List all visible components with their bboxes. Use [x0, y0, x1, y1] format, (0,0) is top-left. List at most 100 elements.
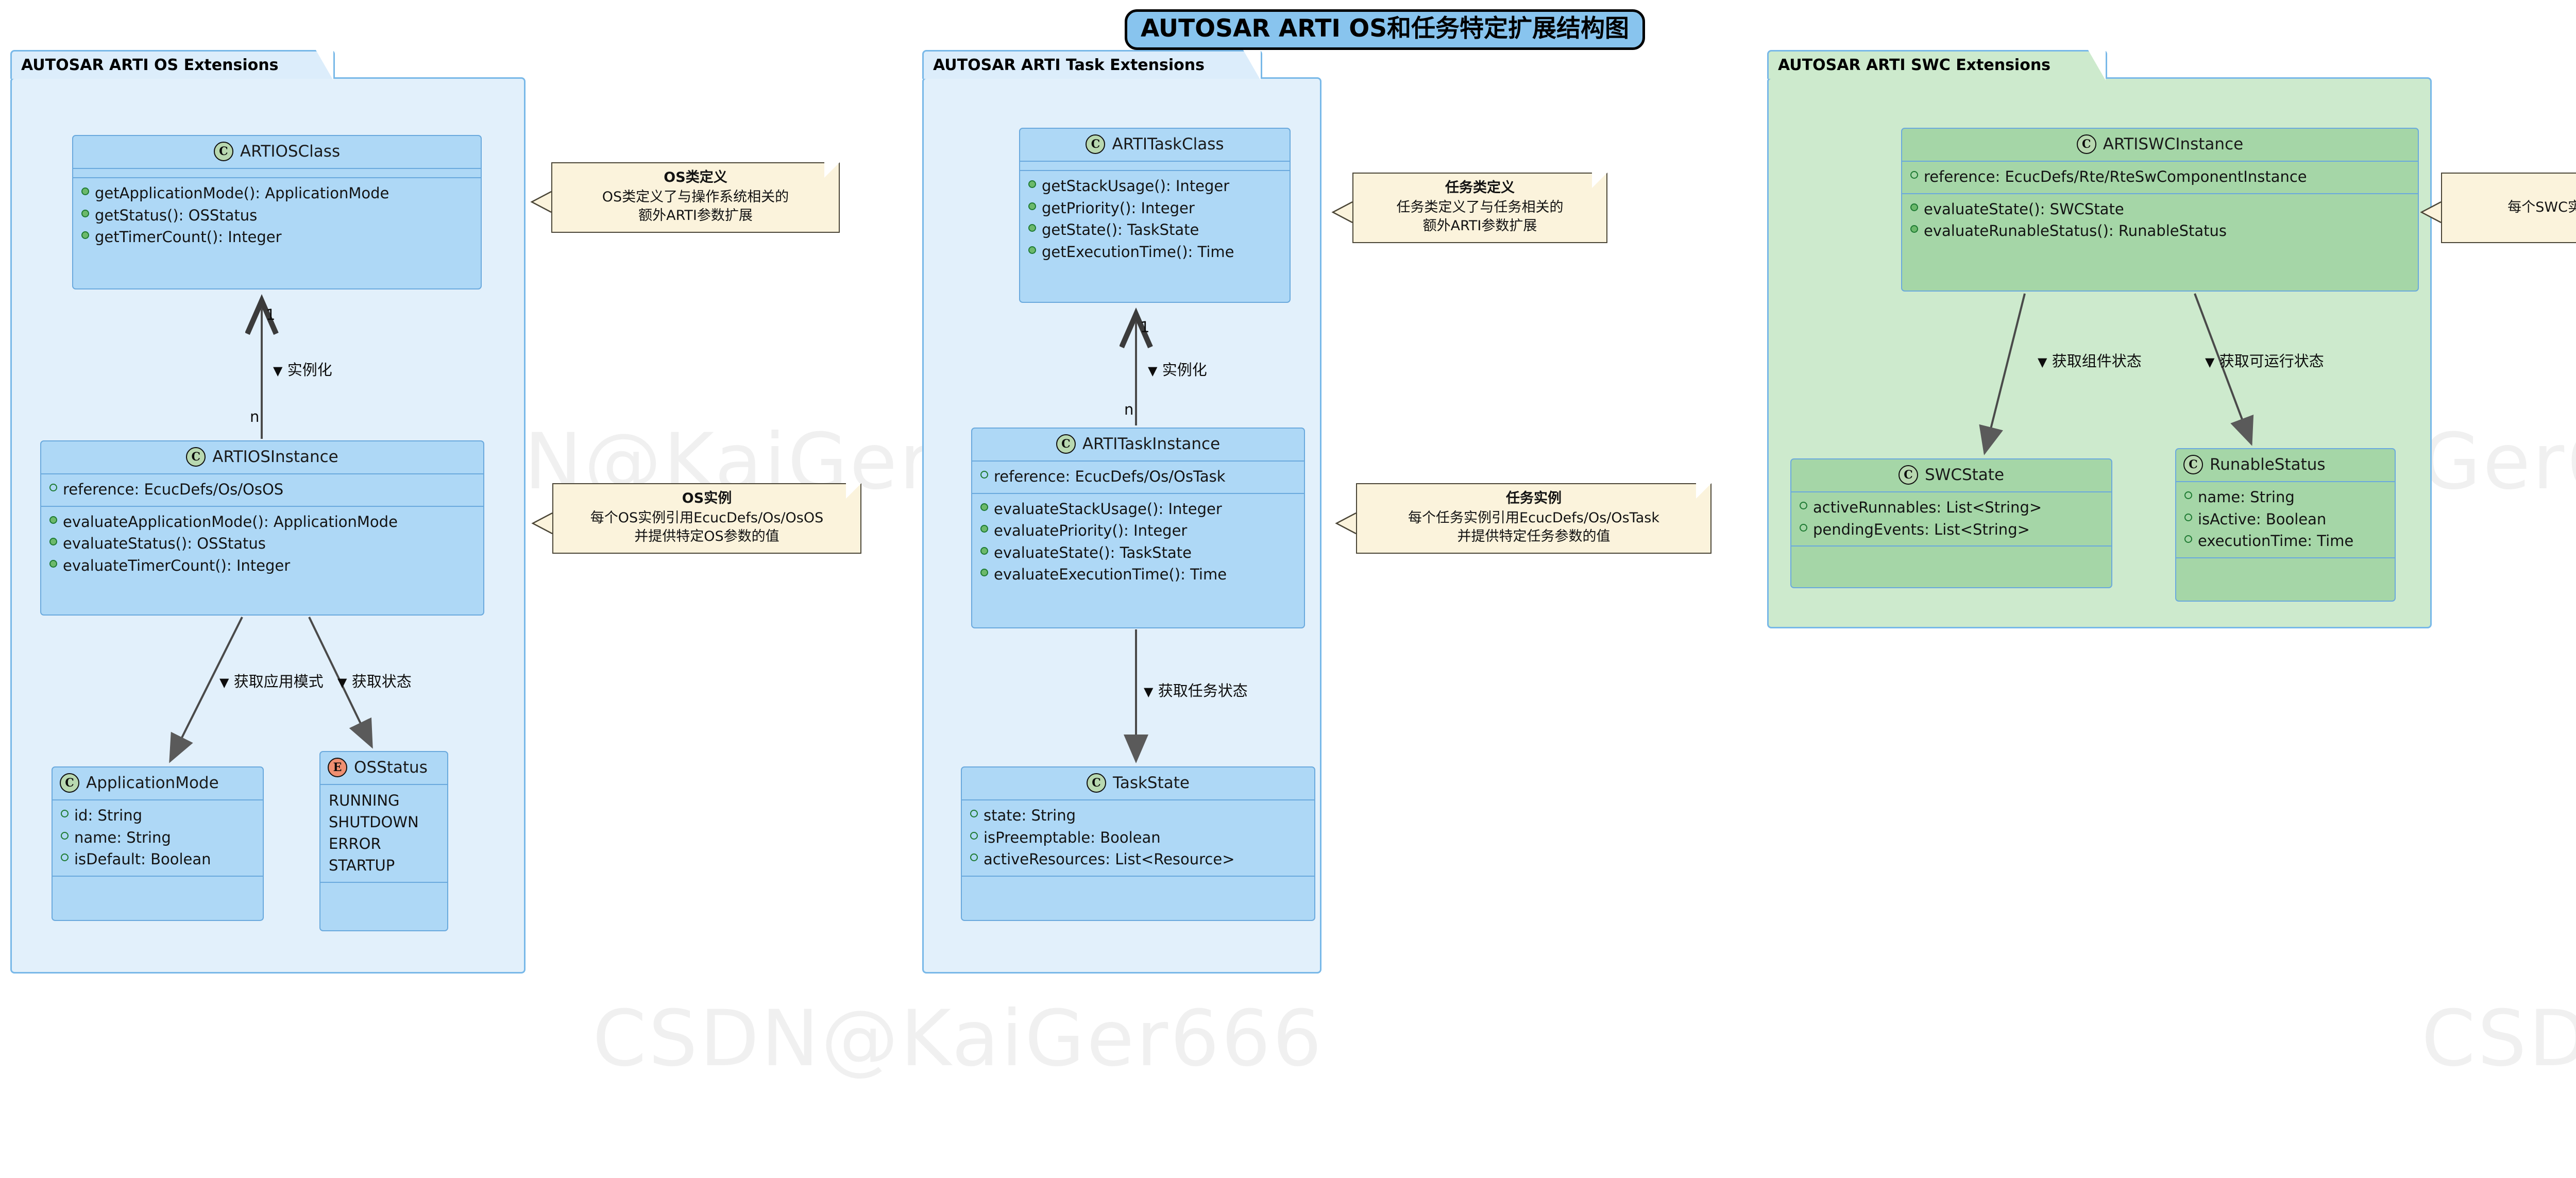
class-attributes-section: reference: EcucDefs/Os/OsOS — [41, 473, 483, 506]
class-operation-label: evaluatePriority(): Integer — [994, 522, 1188, 540]
class-operations-section: getStackUsage(): Integer getPriority(): … — [1020, 170, 1290, 268]
class-operation-label: getApplicationMode(): ApplicationMode — [95, 184, 389, 202]
class-name: TaskState — [1113, 774, 1190, 792]
class-attribute-label: activeResources: List<Resource> — [984, 850, 1235, 868]
public-operation-icon — [49, 559, 57, 568]
public-operation-icon — [81, 209, 89, 217]
enum-literals-section: RUNNING SHUTDOWN ERROR STARTUP — [320, 784, 447, 882]
class-stereotype-icon: C — [1056, 434, 1076, 454]
class-stereotype-icon: C — [1086, 134, 1106, 154]
triangle-marker-icon: ▼ — [273, 364, 283, 378]
class-name: ARTIOSClass — [240, 142, 341, 161]
class-operation-label: evaluateApplicationMode(): ApplicationMo… — [63, 513, 398, 531]
class-name: SWCState — [1924, 466, 2005, 484]
edge-label-text: 实例化 — [1162, 361, 1207, 379]
class-operation-label: evaluateRunableStatus(): RunableStatus — [1924, 222, 2227, 240]
note-line: 每个OS实例引用EcucDefs/Os/OsOS — [590, 510, 824, 526]
class-operation-row: evaluateRunableStatus(): RunableStatus — [1910, 221, 2410, 241]
class-operation-row: getStackUsage(): Integer — [1028, 176, 1281, 196]
watermark: CSDN@KaiGer666 — [592, 994, 1324, 1084]
enum-literal: ERROR — [329, 835, 381, 853]
class-header: C TaskState — [962, 767, 1314, 799]
public-operation-icon — [81, 231, 89, 240]
public-operation-icon — [1910, 225, 1918, 233]
package-task-extensions-tab: AUTOSAR ARTI Task Extensions — [922, 50, 1262, 80]
class-attributes-section: reference: EcucDefs/Rte/RteSwComponentIn… — [1902, 161, 2418, 193]
class-attribute-label: isDefault: Boolean — [74, 850, 211, 868]
class-attribute-row: activeRunnables: List<String> — [1800, 498, 2103, 518]
public-attribute-icon — [61, 810, 69, 817]
class-attribute-label: reference: EcucDefs/Os/OsTask — [994, 468, 1226, 485]
class-stereotype-icon: C — [60, 773, 79, 793]
class-operation-row: evaluateState(): TaskState — [980, 543, 1296, 563]
class-name: OSStatus — [354, 758, 428, 777]
triangle-marker-icon: ▼ — [219, 675, 229, 690]
note-os-instance: OS实例 每个OS实例引用EcucDefs/Os/OsOS 并提供特定OS参数的… — [552, 483, 861, 554]
note-line: 每个SWC实例引用RteSwComponentInstance — [2507, 199, 2576, 216]
note-line: 并提供特定任务参数的值 — [1457, 528, 1611, 545]
class-attribute-label: name: String — [2198, 488, 2295, 506]
class-operation-row: getState(): TaskState — [1028, 220, 1281, 240]
note-fold-corner — [824, 162, 840, 178]
public-attribute-icon — [970, 810, 978, 817]
class-stereotype-icon: C — [1087, 773, 1107, 793]
class-stereotype-icon: C — [2183, 455, 2203, 474]
class-osstatus[interactable]: E OSStatus RUNNING SHUTDOWN ERROR STARTU… — [319, 751, 448, 931]
edge-label-text: 获取组件状态 — [2052, 352, 2142, 370]
public-attribute-icon — [2184, 535, 2192, 543]
public-attribute-icon — [1910, 171, 1918, 179]
class-attribute-label: reference: EcucDefs/Rte/RteSwComponentIn… — [1924, 168, 2307, 185]
class-operations-section: evaluateStackUsage(): Integer evaluatePr… — [972, 492, 1304, 591]
class-swcstate[interactable]: C SWCState activeRunnables: List<String>… — [1790, 458, 2112, 588]
class-runablestatus[interactable]: C RunableStatus name: String isActive: B… — [2175, 448, 2396, 602]
class-attribute-row: id: String — [61, 806, 255, 826]
edge-label-text: 实例化 — [287, 361, 332, 379]
class-attributes-section: state: String isPreemptable: Boolean act… — [962, 799, 1314, 876]
class-artitaskclass[interactable]: C ARTITaskClass getStackUsage(): Integer… — [1019, 128, 1291, 303]
class-header: C ARTIOSClass — [73, 136, 481, 168]
edge-label-get-task-state: ▼ 获取任务状态 — [1144, 679, 1248, 701]
edge-label-text: 获取任务状态 — [1158, 682, 1248, 699]
note-swc-instance: SWC实例 每个SWC实例引用RteSwComponentInstance 并提… — [2441, 173, 2576, 243]
enum-stereotype-icon: E — [328, 758, 347, 777]
package-os-extensions-tab: AUTOSAR ARTI OS Extensions — [10, 50, 335, 80]
class-operation-row: evaluatePriority(): Integer — [980, 521, 1296, 541]
public-operation-icon — [49, 538, 57, 546]
class-operations-section — [962, 875, 1314, 885]
note-line: 任务类定义了与任务相关的 — [1396, 199, 1564, 216]
edge-label-text: 获取状态 — [351, 673, 412, 690]
class-header: E OSStatus — [320, 752, 447, 784]
class-operations-section — [1791, 545, 2111, 555]
class-operation-row: getApplicationMode(): ApplicationMode — [81, 183, 472, 203]
class-header: C ARTITaskClass — [1020, 129, 1290, 161]
class-attribute-label: state: String — [984, 807, 1076, 824]
public-operation-icon — [980, 503, 988, 511]
class-applicationmode[interactable]: C ApplicationMode id: String name: Strin… — [52, 766, 264, 921]
class-taskstate[interactable]: C TaskState state: String isPreemptable:… — [961, 766, 1315, 921]
note-fold-corner — [1696, 483, 1711, 499]
class-artiswcinstance[interactable]: C ARTISWCInstance reference: EcucDefs/Rt… — [1901, 128, 2419, 292]
class-attribute-row: activeResources: List<Resource> — [970, 849, 1306, 869]
class-attributes-section: reference: EcucDefs/Os/OsTask — [972, 460, 1304, 493]
class-attribute-label: pendingEvents: List<String> — [1813, 520, 2030, 538]
class-operation-row: evaluateStackUsage(): Integer — [980, 499, 1296, 519]
class-operation-row: evaluateExecutionTime(): Time — [980, 565, 1296, 585]
class-operation-row: evaluateStatus(): OSStatus — [49, 534, 475, 554]
public-operation-icon — [81, 187, 89, 195]
class-attributes-section: name: String isActive: Boolean execution… — [2176, 481, 2395, 557]
class-attribute-row: state: String — [970, 806, 1306, 826]
class-operation-row: getExecutionTime(): Time — [1028, 242, 1281, 262]
note-title: OS类定义 — [664, 169, 727, 185]
class-artitaskinstance[interactable]: C ARTITaskInstance reference: EcucDefs/O… — [971, 428, 1305, 628]
class-artiosinstance[interactable]: C ARTIOSInstance reference: EcucDefs/Os/… — [40, 440, 484, 616]
class-artiosclass[interactable]: C ARTIOSClass getApplicationMode(): Appl… — [72, 135, 482, 289]
public-operation-icon — [1028, 224, 1036, 232]
class-attributes-section: activeRunnables: List<String> pendingEve… — [1791, 491, 2111, 545]
edge-label-get-runable-state: ▼ 获取可运行状态 — [2205, 349, 2324, 371]
enum-literal: SHUTDOWN — [329, 813, 419, 831]
package-swc-extensions-tab: AUTOSAR ARTI SWC Extensions — [1767, 50, 2107, 80]
class-attribute-label: id: String — [74, 807, 143, 824]
public-attribute-icon — [970, 853, 978, 862]
note-line: OS类定义了与操作系统相关的 — [602, 189, 789, 206]
